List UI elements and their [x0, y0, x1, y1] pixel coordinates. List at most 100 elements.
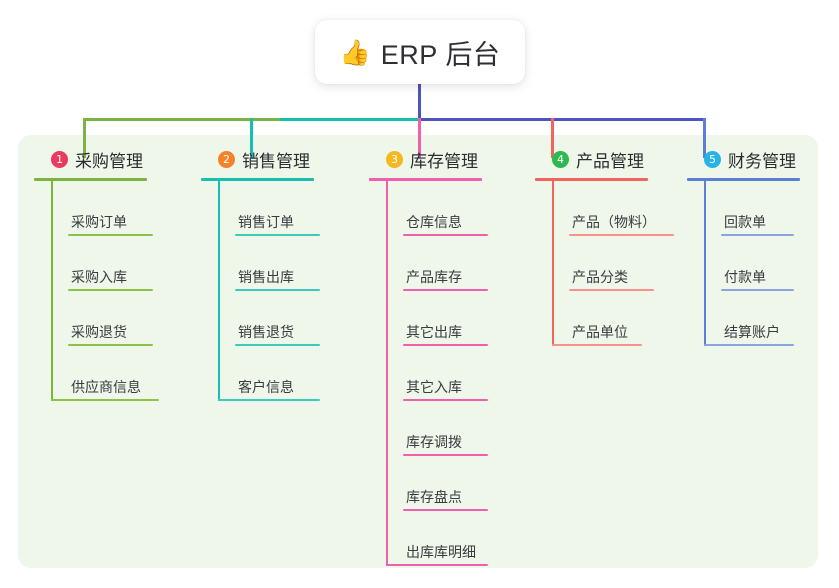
leaf-rule [235, 289, 320, 291]
leaf-rule [218, 399, 320, 401]
leaf-item[interactable]: 其它出库 [386, 291, 519, 346]
column-badge-3: 3 [386, 150, 403, 168]
column-badge-5: 5 [704, 150, 721, 168]
leaf-label: 供应商信息 [71, 379, 141, 395]
column-rule-1 [34, 178, 147, 181]
leaf-label: 库存盘点 [406, 489, 462, 505]
connector-root-vertical [418, 84, 421, 120]
leaf-item[interactable]: 产品单位 [552, 291, 700, 346]
column-header-3[interactable]: 3 库存管理 [369, 146, 519, 172]
leaf-label: 其它出库 [406, 324, 462, 340]
leaf-rule [68, 234, 153, 236]
column-items-2: 销售订单 销售出库 销售退货 客户信息 [201, 181, 346, 401]
column-badge-4: 4 [552, 150, 569, 168]
leaf-item[interactable]: 销售出库 [218, 236, 346, 291]
leaf-item[interactable]: 产品库存 [386, 236, 519, 291]
leaf-rule [721, 234, 794, 236]
leaf-item[interactable]: 库存调拨 [386, 401, 519, 456]
leaf-rule [569, 289, 654, 291]
leaf-item[interactable]: 结算账户 [704, 291, 832, 346]
leaf-label: 出库库明细 [406, 544, 476, 560]
leaf-item[interactable]: 采购退货 [51, 291, 179, 346]
leaf-label: 采购退货 [71, 324, 127, 340]
leaf-label: 其它入库 [406, 379, 462, 395]
leaf-rule [68, 289, 153, 291]
leaf-rule [552, 344, 642, 346]
leaf-rule [403, 399, 488, 401]
root-node-erp-backend[interactable]: 👍 ERP 后台 [315, 20, 525, 84]
column-badge-1: 1 [51, 150, 68, 168]
connector-bus-right [418, 118, 706, 121]
column-header-1[interactable]: 1 采购管理 [34, 146, 179, 172]
branch-column-3: 3 库存管理 仓库信息 产品库存 其它出库 其它入库 库存调拨 库存盘点 [369, 146, 519, 566]
column-spine-4 [552, 181, 554, 346]
column-header-2[interactable]: 2 销售管理 [201, 146, 346, 172]
leaf-item[interactable]: 采购入库 [51, 236, 179, 291]
connector-stub-col4 [551, 118, 554, 158]
root-node-title: ERP 后台 [380, 39, 501, 70]
leaf-rule [403, 454, 488, 456]
column-header-4[interactable]: 4 产品管理 [535, 146, 700, 172]
leaf-item[interactable]: 其它入库 [386, 346, 519, 401]
leaf-item[interactable]: 供应商信息 [51, 346, 179, 401]
column-rule-3 [369, 178, 482, 181]
leaf-label: 销售出库 [238, 269, 294, 285]
leaf-rule [721, 289, 794, 291]
column-rule-2 [201, 178, 314, 181]
leaf-item[interactable]: 产品分类 [552, 236, 700, 291]
leaf-label: 客户信息 [238, 379, 294, 395]
column-header-5[interactable]: 5 财务管理 [687, 146, 832, 172]
leaf-rule [704, 344, 794, 346]
column-items-5: 回款单 付款单 结算账户 [687, 181, 832, 346]
leaf-item[interactable]: 销售退货 [218, 291, 346, 346]
column-title-5: 财务管理 [728, 151, 796, 171]
leaf-rule [235, 344, 320, 346]
leaf-item[interactable]: 销售订单 [218, 181, 346, 236]
leaf-item[interactable]: 回款单 [704, 181, 832, 236]
column-items-1: 采购订单 采购入库 采购退货 供应商信息 [34, 181, 179, 401]
leaf-rule [51, 399, 159, 401]
leaf-rule [403, 234, 488, 236]
column-items-3: 仓库信息 产品库存 其它出库 其它入库 库存调拨 库存盘点 出库库明细 [369, 181, 519, 566]
leaf-label: 库存调拨 [406, 434, 462, 450]
leaf-label: 仓库信息 [406, 214, 462, 230]
column-spine-2 [218, 181, 220, 401]
leaf-item[interactable]: 出库库明细 [386, 511, 519, 566]
leaf-item[interactable]: 产品（物料） [552, 181, 700, 236]
leaf-label: 采购入库 [71, 269, 127, 285]
leaf-label: 付款单 [724, 269, 766, 285]
leaf-rule [68, 344, 153, 346]
branch-column-1: 1 采购管理 采购订单 采购入库 采购退货 供应商信息 [34, 146, 179, 401]
column-spine-5 [704, 181, 706, 346]
leaf-label: 销售订单 [238, 214, 294, 230]
connector-bus-col2 [280, 118, 419, 121]
leaf-label: 产品（物料） [572, 214, 656, 230]
connector-bus-col1 [83, 118, 280, 121]
column-badge-2: 2 [218, 150, 235, 168]
connector-stub-col1 [83, 118, 86, 158]
column-title-2: 销售管理 [242, 151, 310, 171]
leaf-label: 回款单 [724, 214, 766, 230]
leaf-label: 采购订单 [71, 214, 127, 230]
leaf-item[interactable]: 仓库信息 [386, 181, 519, 236]
leaf-rule [403, 344, 488, 346]
connector-stub-col5 [703, 118, 706, 158]
leaf-rule [386, 564, 488, 566]
leaf-label: 结算账户 [724, 324, 780, 340]
branch-column-4: 4 产品管理 产品（物料） 产品分类 产品单位 [535, 146, 700, 346]
leaf-label: 产品单位 [572, 324, 628, 340]
root-node-content: 👍 ERP 后台 [340, 33, 501, 72]
connector-stub-col3 [418, 118, 421, 158]
column-items-4: 产品（物料） 产品分类 产品单位 [535, 181, 700, 346]
branch-column-5: 5 财务管理 回款单 付款单 结算账户 [687, 146, 832, 346]
leaf-label: 产品分类 [572, 269, 628, 285]
column-title-1: 采购管理 [75, 151, 143, 171]
column-spine-3 [386, 181, 388, 566]
leaf-item[interactable]: 付款单 [704, 236, 832, 291]
leaf-item[interactable]: 采购订单 [51, 181, 179, 236]
leaf-item[interactable]: 客户信息 [218, 346, 346, 401]
leaf-rule [403, 289, 488, 291]
leaf-rule [235, 234, 320, 236]
leaf-item[interactable]: 库存盘点 [386, 456, 519, 511]
column-rule-4 [535, 178, 648, 181]
